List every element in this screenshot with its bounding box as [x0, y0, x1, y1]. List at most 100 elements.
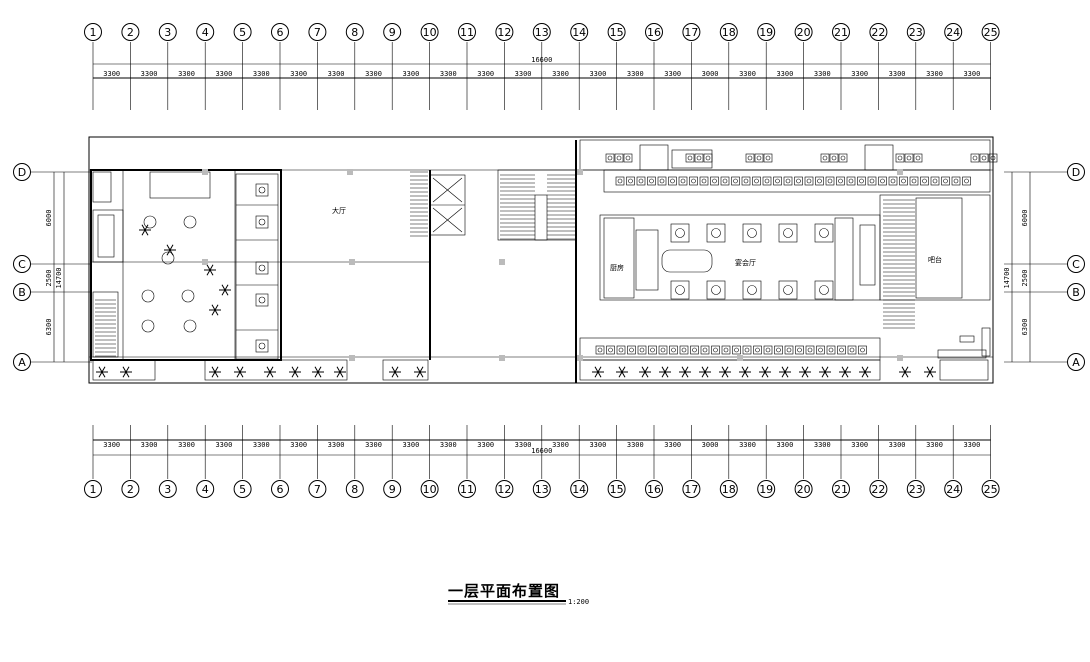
top-axis-bubble-15: [607, 23, 626, 41]
top-axis-bubble-18: [719, 23, 738, 41]
top-bay-dimension: 3300: [328, 70, 345, 78]
bottom-axis-label: 10: [423, 483, 437, 496]
room-label-dining: 宴会厅: [735, 258, 756, 267]
top-bay-dimension: 3300: [963, 70, 980, 78]
bottom-axis-label: 20: [797, 483, 811, 496]
top-bay-dimension: 3300: [664, 70, 681, 78]
top-axis-bubble-3: [158, 23, 177, 41]
row-label: C: [1072, 258, 1080, 271]
row-label: B: [18, 286, 26, 299]
top-axis-bubble-12: [495, 23, 514, 41]
top-bay-dimension: 3300: [552, 70, 569, 78]
bottom-axis-label: 25: [984, 483, 998, 496]
bottom-axis-label: 8: [351, 483, 358, 496]
top-bay-dimension: 3300: [814, 70, 831, 78]
top-axis-label: 9: [389, 26, 396, 39]
bottom-bay-dimension: 3300: [402, 441, 419, 449]
top-axis-bubble-9: [383, 23, 402, 41]
top-bay-dimension: 3300: [851, 70, 868, 78]
bottom-axis-label: 6: [277, 483, 284, 496]
bottom-axis-bubble-5: [233, 480, 252, 498]
bottom-axis-label: 2: [127, 483, 134, 496]
top-axis-bubble-16: [645, 23, 663, 41]
bottom-axis-label: 11: [460, 483, 474, 496]
top-overall-dimension: 16600: [531, 56, 552, 64]
top-axis-bubble-14: [570, 23, 589, 41]
bottom-bay-dimension: 3300: [739, 441, 756, 449]
row-total-dimension: 14700: [1003, 267, 1011, 288]
top-axis-label: 21: [834, 26, 848, 39]
stair-treads: [95, 171, 915, 357]
left-row-bubble-D: [13, 163, 31, 181]
bottom-axis-label: 12: [497, 483, 511, 496]
bottom-axis-bubble-17: [682, 480, 701, 498]
top-bay-dimension: 3300: [440, 70, 457, 78]
bottom-bay-dimension: 3300: [851, 441, 868, 449]
row-total-dimension: 14700: [55, 267, 63, 288]
bottom-axis-bubble-14: [570, 480, 589, 498]
top-axis-bubble-10: [420, 23, 439, 41]
bottom-bay-dimension: 3300: [515, 441, 532, 449]
top-bay-dimension: 3300: [178, 70, 195, 78]
top-axis-bubble-21: [832, 23, 850, 41]
bottom-axis-bubble-18: [719, 480, 738, 498]
bottom-bay-dimension: 3300: [141, 441, 158, 449]
bottom-axis-label: 23: [909, 483, 923, 496]
bottom-axis-label: 5: [239, 483, 246, 496]
bottom-bay-dimension: 3300: [814, 441, 831, 449]
side-axis-grid: DCBA60002500630014700DCBA600025006300147…: [13, 163, 1085, 371]
top-bay-dimension: 3300: [253, 70, 270, 78]
top-axis-label: 18: [722, 26, 736, 39]
top-axis-bubble-5: [233, 23, 252, 41]
top-axis-label: 22: [871, 26, 885, 39]
bottom-axis-bubble-3: [158, 480, 177, 498]
top-axis-bubble-24: [944, 23, 963, 41]
top-axis-label: 10: [423, 26, 437, 39]
row-label: B: [1072, 286, 1080, 299]
bottom-bay-dimension: 3300: [627, 441, 644, 449]
right-row-bubble-A: [1067, 353, 1085, 371]
top-bay-dimension: 3300: [776, 70, 793, 78]
column-markers: [202, 169, 903, 361]
bottom-axis-label: 19: [759, 483, 773, 496]
top-axis-label: 12: [497, 26, 511, 39]
top-axis-bubble-19: [757, 23, 776, 41]
bottom-bay-dimension: 3300: [477, 441, 494, 449]
top-bay-dimension: 3000: [702, 70, 719, 78]
bottom-axis-label: 1: [90, 483, 97, 496]
row-dimension: 6000: [45, 210, 53, 227]
top-axis-bubble-22: [869, 23, 888, 41]
bottom-axis-bubble-8: [345, 480, 364, 498]
top-axis-label: 11: [460, 26, 474, 39]
bottom-axis-bubble-4: [196, 480, 215, 498]
room-label-kitchen: 厨房: [610, 263, 624, 272]
top-bay-dimension: 3300: [365, 70, 382, 78]
row-dimension: 6300: [1021, 319, 1029, 336]
bottom-bay-dimension: 3300: [776, 441, 793, 449]
bottom-bay-dimension: 3300: [178, 441, 195, 449]
bottom-bay-dimension: 3300: [552, 441, 569, 449]
top-axis-label: 20: [797, 26, 811, 39]
row-dimension: 6300: [45, 319, 53, 336]
bottom-axis-bubble-11: [458, 480, 476, 498]
row-label: A: [1072, 356, 1080, 369]
top-bay-dimension: 3300: [627, 70, 644, 78]
bottom-axis-bubble-22: [869, 480, 888, 498]
bottom-axis-label: 3: [164, 483, 171, 496]
bottom-axis-label: 21: [834, 483, 848, 496]
top-axis-label: 8: [351, 26, 358, 39]
bottom-axis-bubble-10: [420, 480, 439, 498]
drawing-scale: 1:200: [568, 598, 589, 606]
bottom-overall-dimension: 16600: [531, 447, 552, 455]
top-axis-label: 2: [127, 26, 134, 39]
top-bay-dimension: 3300: [477, 70, 494, 78]
top-axis-bubble-8: [345, 23, 364, 41]
bottom-bay-dimension: 3300: [328, 441, 345, 449]
right-row-bubble-B: [1067, 283, 1085, 301]
top-axis-label: 4: [202, 26, 209, 39]
top-axis-label: 25: [984, 26, 998, 39]
bottom-axis-label: 22: [871, 483, 885, 496]
top-axis-bubble-2: [121, 23, 140, 41]
